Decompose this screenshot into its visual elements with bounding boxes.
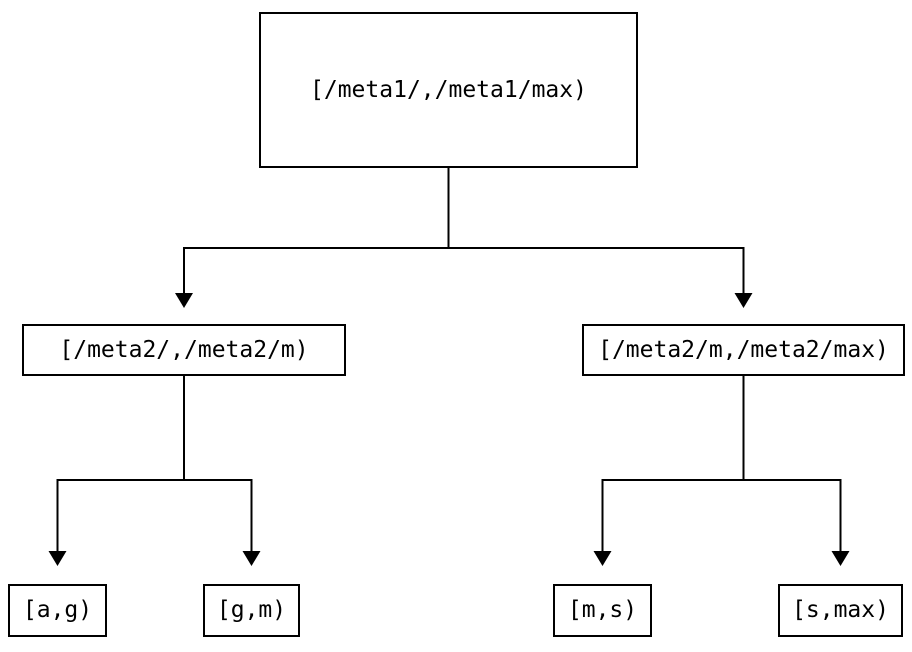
edge-right-leaf-ms <box>593 376 745 566</box>
node-meta2-lower-label: [/meta2/,/meta2/m) <box>59 336 309 363</box>
edge-root-left <box>175 168 450 308</box>
node-meta2-upper: [/meta2/m,/meta2/max) <box>582 324 905 376</box>
node-leaf-smax-label: [s,max) <box>792 597 889 623</box>
edge-left-leaf-ag <box>48 376 185 566</box>
arrowhead-down-icon <box>175 293 193 308</box>
arrowhead-down-icon <box>48 551 67 566</box>
node-leaf-gm: [g,m) <box>203 584 300 637</box>
node-leaf-ag-label: [a,g) <box>22 597 93 623</box>
arrowhead-down-icon <box>831 551 850 566</box>
node-leaf-ms-label: [m,s) <box>567 597 638 623</box>
node-meta2-upper-label: [/meta2/m,/meta2/max) <box>598 336 889 363</box>
node-meta2-lower: [/meta2/,/meta2/m) <box>22 324 346 376</box>
node-leaf-smax: [s,max) <box>778 584 903 637</box>
edge-left-leaf-gm <box>183 376 261 566</box>
node-leaf-ag: [a,g) <box>8 584 107 637</box>
edge-root-right <box>447 168 753 308</box>
node-leaf-gm-label: [g,m) <box>216 597 287 623</box>
node-root: [/meta1/,/meta1/max) <box>259 12 638 168</box>
arrowhead-down-icon <box>593 551 612 566</box>
arrowhead-down-icon <box>734 293 753 308</box>
node-leaf-ms: [m,s) <box>553 584 652 637</box>
arrowhead-down-icon <box>242 551 261 566</box>
node-root-label: [/meta1/,/meta1/max) <box>310 76 587 103</box>
edge-right-leaf-smax <box>742 376 850 566</box>
